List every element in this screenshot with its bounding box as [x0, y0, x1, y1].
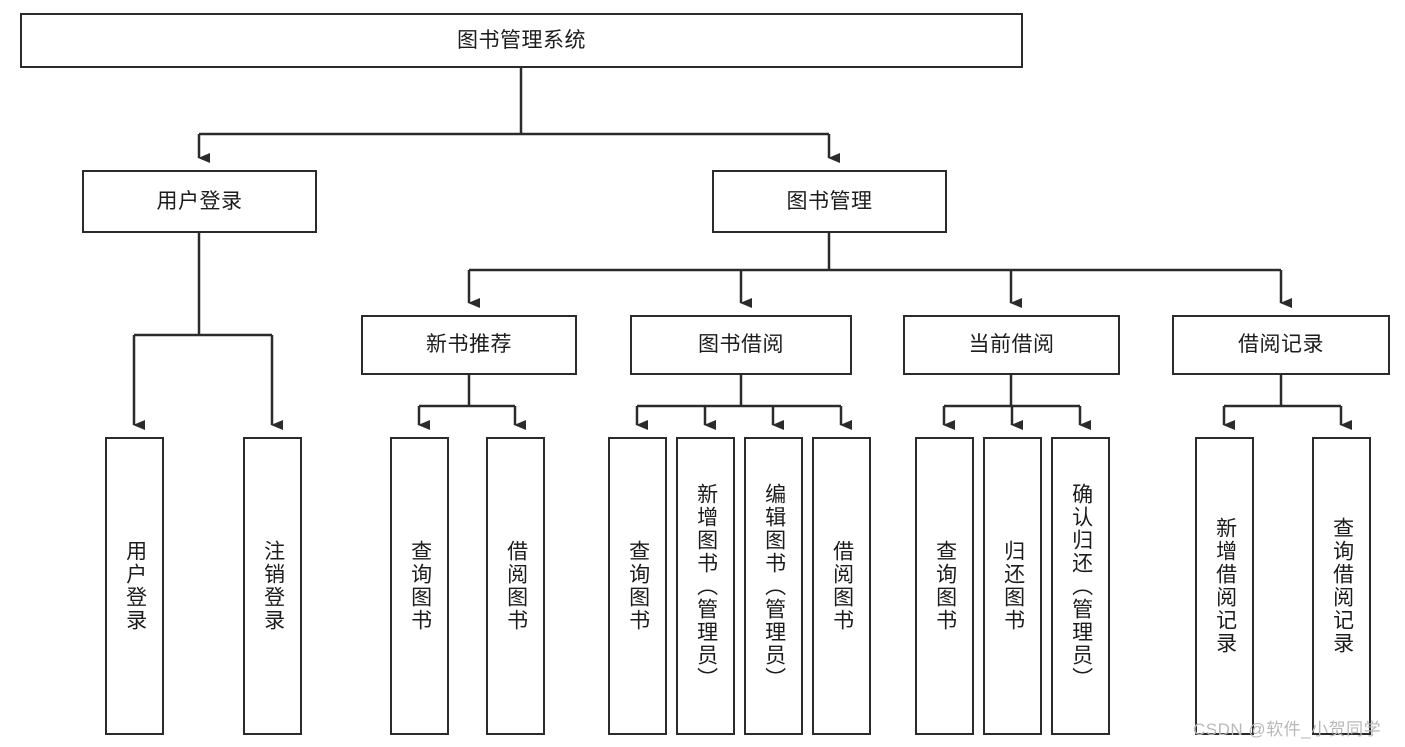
node-图书管理系统[interactable]: 图书管理系统: [20, 13, 1023, 68]
node-借阅图书[interactable]: 借阅图书: [486, 437, 545, 735]
node-新增图书管理员[interactable]: 新增图书（管理员）: [676, 437, 735, 735]
node-label: 新书推荐: [426, 333, 512, 357]
node-label: 借阅记录: [1238, 333, 1324, 357]
node-label: 查询图书: [408, 540, 432, 632]
node-label: 图书管理系统: [457, 28, 586, 52]
node-label: 查询图书: [626, 540, 650, 632]
node-label: 查询借阅记录: [1330, 517, 1354, 655]
node-label: 新增图书（管理员）: [694, 482, 718, 690]
node-确认归还管理员[interactable]: 确认归还（管理员）: [1051, 437, 1110, 735]
node-label: 编辑图书（管理员）: [762, 482, 786, 690]
node-label: 借阅图书: [504, 540, 528, 632]
node-label: 新增借阅记录: [1213, 517, 1237, 655]
node-label: 用户登录: [156, 189, 243, 213]
node-查询图书[interactable]: 查询图书: [915, 437, 974, 735]
node-label: 图书借阅: [698, 333, 784, 357]
node-借阅图书[interactable]: 借阅图书: [812, 437, 871, 735]
node-查询借阅记录[interactable]: 查询借阅记录: [1312, 437, 1371, 735]
node-label: 用户登录: [123, 540, 147, 632]
node-label: 注销登录: [261, 540, 285, 632]
node-新书推荐[interactable]: 新书推荐: [361, 315, 577, 375]
node-查询图书[interactable]: 查询图书: [608, 437, 667, 735]
node-新增借阅记录[interactable]: 新增借阅记录: [1195, 437, 1254, 735]
node-label: 借阅图书: [830, 540, 854, 632]
node-借阅记录[interactable]: 借阅记录: [1172, 315, 1390, 375]
node-label: 当前借阅: [968, 333, 1055, 357]
node-用户登录[interactable]: 用户登录: [82, 170, 317, 233]
node-图书管理[interactable]: 图书管理: [712, 170, 947, 233]
node-label: 查询图书: [933, 540, 957, 632]
node-label: 确认归还（管理员）: [1069, 482, 1093, 690]
node-编辑图书管理员[interactable]: 编辑图书（管理员）: [744, 437, 803, 735]
node-查询图书[interactable]: 查询图书: [390, 437, 449, 735]
node-归还图书[interactable]: 归还图书: [983, 437, 1042, 735]
node-label: 图书管理: [786, 189, 873, 213]
csdn-watermark: CSDN @软件_小贺同学: [1193, 720, 1382, 739]
node-label: 归还图书: [1001, 540, 1025, 632]
node-当前借阅[interactable]: 当前借阅: [903, 315, 1120, 375]
node-图书借阅[interactable]: 图书借阅: [630, 315, 852, 375]
node-注销登录[interactable]: 注销登录: [243, 437, 302, 735]
node-用户登录[interactable]: 用户登录: [105, 437, 164, 735]
